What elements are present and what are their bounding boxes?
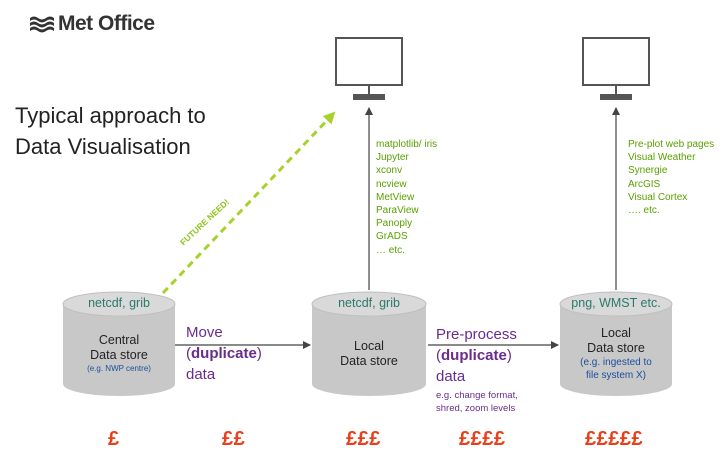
- central-store-line2: Data store: [90, 348, 148, 362]
- tool-item: ArcGIS: [628, 178, 661, 190]
- local2-store-line2: Data store: [587, 341, 645, 355]
- local-data-store-cylinder-1: [311, 291, 427, 396]
- tool-item: xconv: [376, 165, 403, 177]
- step-move-line3: data: [186, 366, 216, 383]
- future-need-arrow: [161, 111, 336, 295]
- tool-item: GrADS: [376, 231, 408, 243]
- step-preprocess-line1: Pre-process: [436, 326, 517, 343]
- central-data-store-cylinder: [62, 291, 176, 396]
- central-store-sub: (e.g. NWP centre): [87, 364, 151, 373]
- local1-store-label: Local Data store: [312, 339, 426, 369]
- met-office-logo: Met Office: [28, 12, 155, 36]
- tool-item: matplotlib/ iris: [376, 139, 438, 150]
- local1-store-format: netcdf, grib: [338, 296, 400, 310]
- tool-item: Visual Cortex: [628, 191, 688, 203]
- step-move-line1: Move: [186, 324, 223, 341]
- tool-item: …. etc.: [628, 205, 660, 217]
- cost-4: ££££: [459, 428, 506, 450]
- local2-store-sub2: file system X): [585, 370, 646, 381]
- local2-store-label: Local Data store (e.g. ingested to file …: [560, 326, 672, 382]
- tool-item: Jupyter: [376, 152, 409, 164]
- tools-list-right: Pre-plot web pages Visual Weather Synerg…: [628, 138, 714, 217]
- met-office-logo-icon: [30, 16, 54, 33]
- step-move-line2: (duplicate): [186, 345, 262, 362]
- tool-item: … etc.: [376, 244, 405, 256]
- tool-item: ncview: [376, 178, 407, 190]
- tool-item: Panoply: [376, 218, 413, 230]
- local2-store-format: png, WMST etc.: [571, 296, 661, 310]
- tool-item: ParaView: [376, 205, 419, 217]
- central-store-label: Central Data store (e.g. NWP centre): [63, 333, 175, 374]
- local-data-store-cylinder-2: [559, 291, 673, 396]
- step-move: Move (duplicate) data: [186, 322, 262, 385]
- monitor-icon-middle: [335, 37, 403, 100]
- title-line-2: Data Visualisation: [15, 134, 191, 159]
- step-preprocess: Pre-process (duplicate) data e.g. change…: [436, 324, 518, 415]
- tool-item: Synergie: [628, 165, 668, 177]
- title-line-1: Typical approach to: [15, 103, 206, 128]
- page-title: Typical approach to Data Visualisation: [15, 100, 206, 162]
- step-preprocess-line3: data: [436, 368, 466, 385]
- step-preprocess-note: e.g. change format, shred, zoom levels: [436, 390, 518, 414]
- local1-store-line1: Local: [354, 339, 384, 353]
- central-store-line1: Central: [98, 333, 140, 347]
- step-preprocess-line2: (duplicate): [436, 347, 512, 364]
- local2-store-sub1: (e.g. ingested to: [580, 357, 652, 368]
- cost-3: £££: [346, 428, 381, 450]
- local2-store-line1: Local: [601, 326, 631, 340]
- tool-item: Visual Weather: [628, 152, 696, 164]
- tool-item: Pre-plot web pages: [628, 139, 715, 150]
- tools-list-middle: matplotlib/ iris Jupyter xconv ncview Me…: [376, 138, 437, 257]
- logo-text: Met Office: [58, 12, 155, 35]
- cost-2: ££: [222, 428, 246, 450]
- cost-1: £: [108, 428, 120, 450]
- central-store-format: netcdf, grib: [88, 296, 150, 310]
- local1-store-line2: Data store: [340, 354, 398, 368]
- cost-5: £££££: [585, 428, 644, 450]
- monitor-icon-right: [582, 37, 650, 100]
- tool-item: MetView: [376, 191, 415, 203]
